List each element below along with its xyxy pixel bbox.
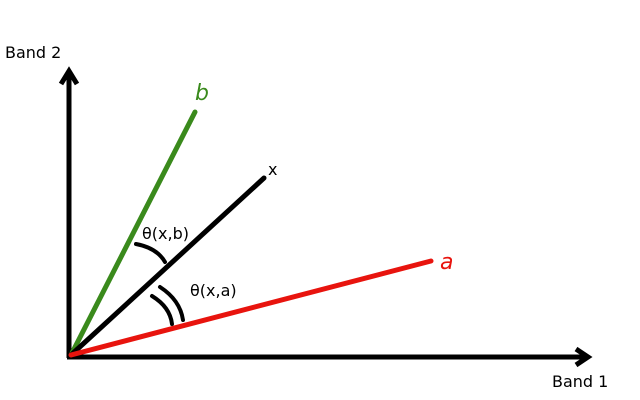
angle-label-xb: θ(x,b) bbox=[142, 224, 189, 243]
vector-b bbox=[68, 109, 198, 358]
vector-x bbox=[68, 175, 267, 358]
vector-a-label: a bbox=[440, 250, 453, 275]
angle-label-xa: θ(x,a) bbox=[190, 281, 237, 300]
angle-arc-xb bbox=[134, 242, 167, 264]
angle-arc-xa-outer bbox=[158, 285, 185, 322]
vector-b-label: b bbox=[195, 81, 209, 106]
vector-x-label: x bbox=[268, 160, 277, 179]
x-axis-label: Band 1 bbox=[552, 372, 608, 391]
y-axis-arrowhead bbox=[58, 66, 80, 86]
vector-a bbox=[68, 258, 434, 358]
angle-arc-xa-inner bbox=[150, 294, 174, 326]
y-axis-label: Band 2 bbox=[5, 43, 61, 62]
x-axis-arrowhead bbox=[574, 346, 593, 368]
